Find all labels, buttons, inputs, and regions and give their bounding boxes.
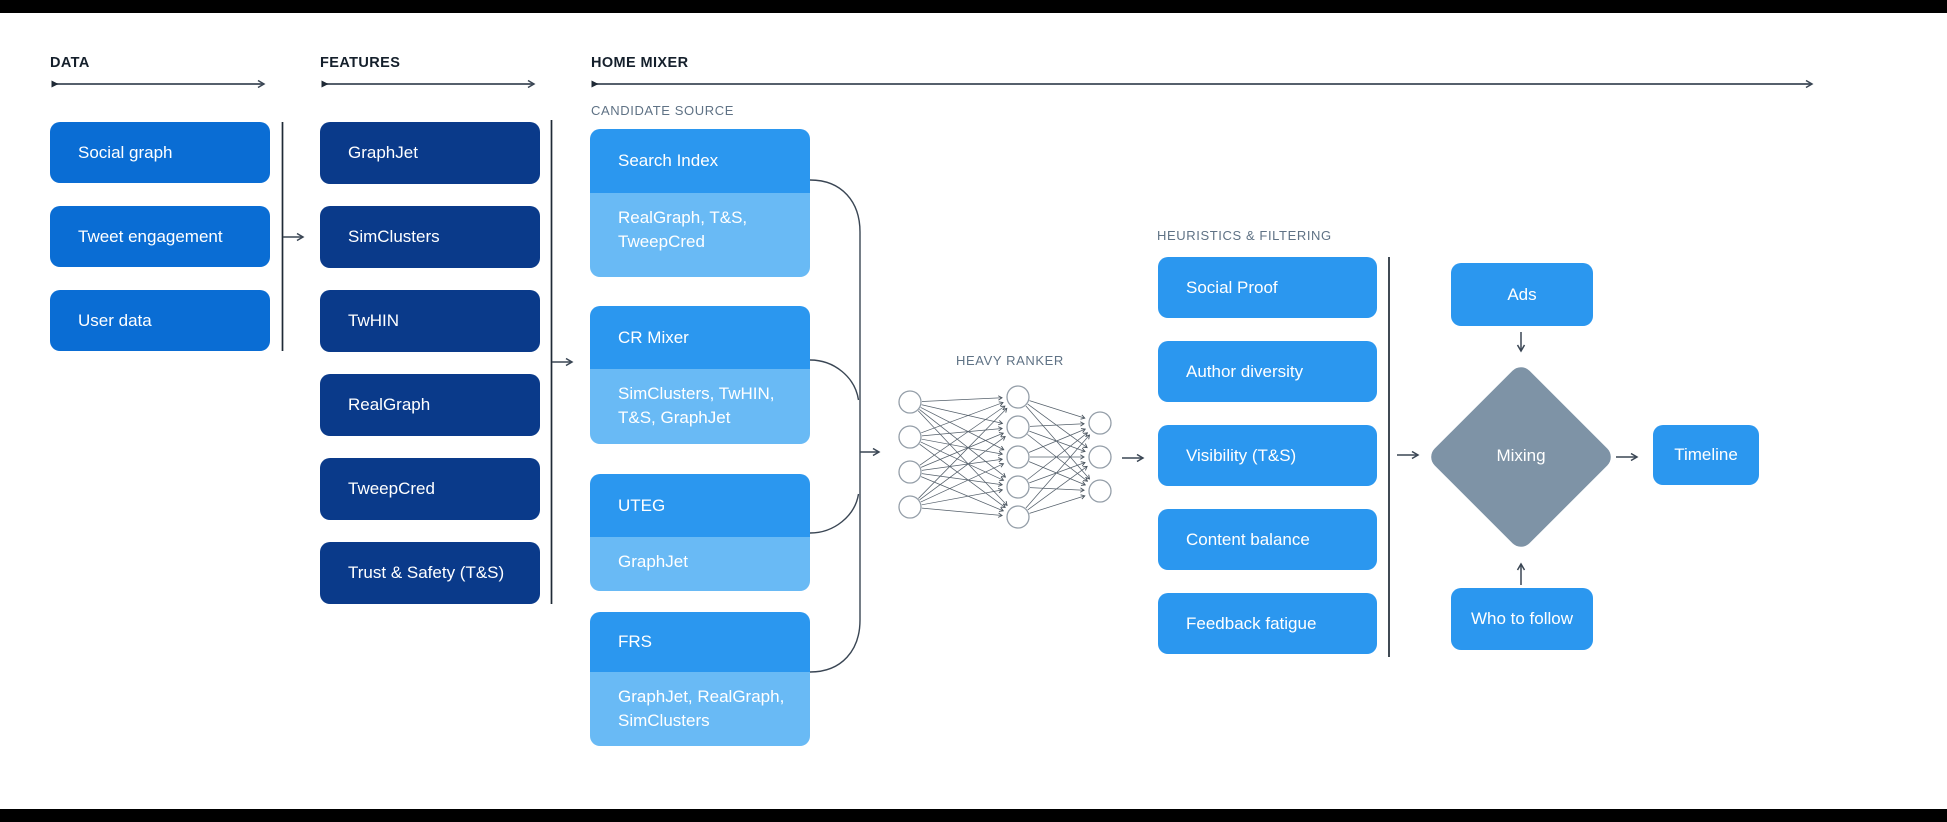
candidate-cr-mixer-name: CR Mixer: [590, 306, 810, 369]
bottom-frame-bar: [0, 809, 1947, 822]
mixing-diamond: [1431, 367, 1611, 547]
node-feedback-fatigue: Feedback fatigue: [1158, 593, 1377, 654]
node-tweet-engagement: Tweet engagement: [50, 206, 270, 267]
candidate-frs-name: FRS: [590, 612, 810, 672]
node-simclusters: SimClusters: [320, 206, 540, 268]
node-realgraph: RealGraph: [320, 374, 540, 436]
node-content-balance: Content balance: [1158, 509, 1377, 570]
heavy-ranker-network: [898, 385, 1112, 529]
node-graphjet: GraphJet: [320, 122, 540, 184]
node-social-graph: Social graph: [50, 122, 270, 183]
candidate-search-index: Search Index RealGraph, T&S, TweepCred: [590, 129, 810, 277]
candidate-uteg: UTEG GraphJet: [590, 474, 810, 591]
node-timeline: Timeline: [1653, 425, 1759, 485]
node-who-to-follow: Who to follow: [1451, 588, 1593, 650]
node-twhin: TwHIN: [320, 290, 540, 352]
features-section-header: FEATURES: [320, 55, 401, 71]
candidate-frs: FRS GraphJet, RealGraph, SimClusters: [590, 612, 810, 746]
home-mixer-section-header: HOME MIXER: [591, 55, 689, 71]
node-trust-safety: Trust & Safety (T&S): [320, 542, 540, 604]
node-ads: Ads: [1451, 263, 1593, 326]
candidate-collector-lines: [809, 179, 861, 673]
data-section-header: DATA: [50, 55, 90, 71]
candidate-search-index-name: Search Index: [590, 129, 810, 193]
mixing-diamond-label: Mixing: [1496, 446, 1546, 465]
node-tweepcred: TweepCred: [320, 458, 540, 520]
node-visibility: Visibility (T&S): [1158, 425, 1377, 486]
candidate-search-index-sources: RealGraph, T&S, TweepCred: [590, 193, 810, 277]
candidate-uteg-name: UTEG: [590, 474, 810, 537]
candidate-cr-mixer: CR Mixer SimClusters, TwHIN, T&S, GraphJ…: [590, 306, 810, 444]
node-social-proof: Social Proof: [1158, 257, 1377, 318]
heuristics-filtering-label: HEURISTICS & FILTERING: [1157, 228, 1332, 243]
flow-arrows: [283, 232, 1639, 585]
top-frame-bar: [0, 0, 1947, 13]
node-author-diversity: Author diversity: [1158, 341, 1377, 402]
candidate-frs-sources: GraphJet, RealGraph, SimClusters: [590, 672, 810, 746]
heavy-ranker-label: HEAVY RANKER: [956, 353, 1064, 368]
candidate-cr-mixer-sources: SimClusters, TwHIN, T&S, GraphJet: [590, 369, 810, 444]
node-user-data: User data: [50, 290, 270, 351]
column-dividers: [281, 120, 1390, 657]
candidate-source-label: CANDIDATE SOURCE: [591, 103, 734, 118]
candidate-uteg-sources: GraphJet: [590, 537, 810, 591]
